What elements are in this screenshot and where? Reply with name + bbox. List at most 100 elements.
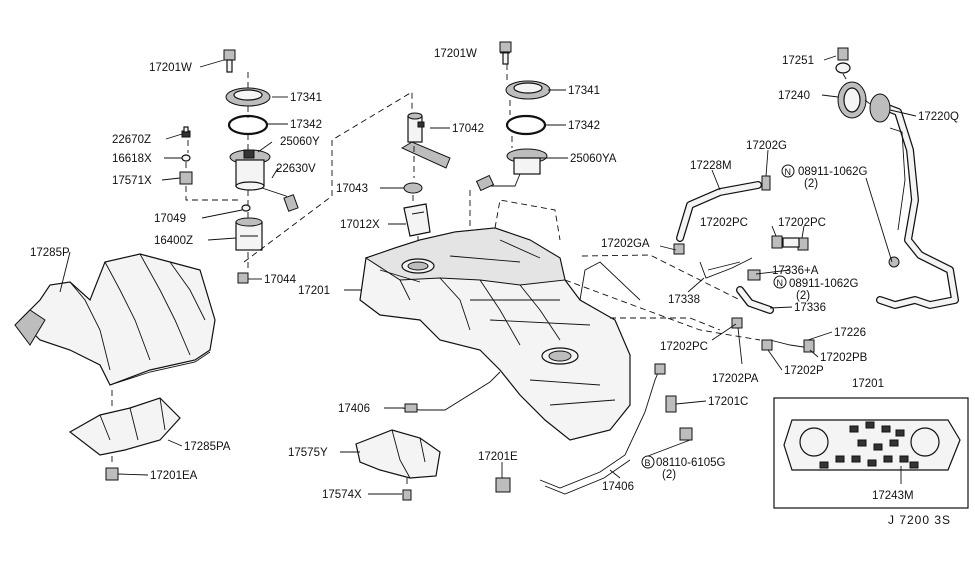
label-inset-box [773,397,969,509]
nut-17201ea [105,467,119,481]
label-17342-left: 17342 [290,119,322,131]
label-17202pa: 17202PA [712,373,759,385]
pump-assembly-left [179,49,299,284]
symbol-n-a: N [785,167,792,177]
part-labels: 17201W 17341 17342 22670Z 25060Y 16618X … [30,48,959,527]
clip-17202pc-a [771,235,783,249]
part-22670z [181,126,191,138]
gasket-17342-right [505,114,547,136]
label-17202g: 17202G [746,140,787,152]
gasket-17342-left [227,114,269,136]
oring-17049 [241,204,251,212]
label-22630v: 22630V [276,163,316,175]
pump-assembly-right [475,41,551,192]
clip-17336a-lower [747,269,761,281]
oring-16618x [181,154,191,162]
label-22670z: 22670Z [112,134,151,146]
pump-unit-25060y [229,149,271,191]
label-17043: 17043 [336,183,368,195]
label-17201: 17201 [298,285,330,297]
label-17240: 17240 [778,90,810,102]
label-17201w-right: 17201W [434,48,477,60]
label-16400z: 16400Z [154,235,193,247]
label-17202p: 17202P [784,365,824,377]
label-17336: 17336 [794,302,826,314]
label-17044: 17044 [264,274,297,286]
label-17341-left: 17341 [290,92,322,104]
label-17012x: 17012X [340,219,380,231]
label-08110-qty: (2) [662,469,676,481]
symbol-n-b: N [777,278,784,288]
clip-17202ga [673,243,685,255]
diagram-code: J 7200 3S [888,513,951,527]
clip-17202p [761,339,773,351]
label-17571x: 17571X [112,175,152,187]
sender-25060ya [475,148,548,192]
label-17228m: 17228M [690,160,732,172]
lock-ring-17341-left [225,87,271,107]
label-17285pa: 17285PA [184,441,231,453]
label-17341-right: 17341 [568,85,600,97]
hose-17226 [769,339,815,353]
label-25060y: 25060Y [280,136,320,148]
heat-shield-17285p [14,253,216,386]
jet-pump-17042 [400,112,451,169]
label-17042: 17042 [452,123,484,135]
label-08911-a: 08911-1062G [798,166,868,178]
hose-17336a [782,237,800,248]
clip-17202pa [731,317,743,329]
fuel-tank-17201 [359,227,641,441]
label-17201w-left: 17201W [149,62,192,74]
heat-shield-17285pa [68,397,181,456]
label-17406-b: 17406 [602,481,634,493]
nut-17044 [237,272,249,284]
filter-16400z [235,217,263,251]
label-17201-inset: 17201 [852,378,884,390]
label-17201e: 17201E [478,451,518,463]
label-17202pc-a: 17202PC [700,217,748,229]
bolt-08110 [679,427,693,441]
label-17220q: 17220Q [918,111,959,123]
label-17202pc-c: 17202PC [660,341,708,353]
label-25060ya: 25060YA [570,153,617,165]
hose-17336 [736,286,774,314]
clip-17571x [179,171,193,185]
hose-17338 [699,257,753,279]
filler-cap-17251 [835,47,851,74]
label-17575y: 17575Y [288,447,328,459]
leader-lines [59,52,917,495]
hose-17228m [676,181,762,242]
bolt-17201c [665,395,677,413]
label-17202pb: 17202PB [820,352,868,364]
bolt-17201w-left [223,49,236,73]
label-08911-b: 08911-1062G [789,278,859,290]
protector-17575y [355,429,441,479]
inset-marks [819,421,919,469]
label-17202pc-b: 17202PC [778,217,826,229]
label-16618x: 16618X [112,153,152,165]
label-08911-a-qty: (2) [804,178,818,190]
label-17574x: 17574X [322,489,362,501]
label-17226: 17226 [834,327,866,339]
label-17049: 17049 [154,213,186,225]
label-17285p: 17285P [30,247,70,259]
symbol-b-a: B [645,458,651,468]
label-08911-b-qty: (2) [796,290,810,302]
label-17342-right: 17342 [568,120,600,132]
clamp-17201e [495,477,511,493]
filler-neck-17220q [837,81,959,309]
label-17406-a: 17406 [338,403,370,415]
tube-17406-b [539,363,666,495]
bolt-17201w-right [499,41,512,65]
label-17251: 17251 [782,55,814,67]
label-17201c: 17201C [708,396,748,408]
label-17201ea: 17201EA [150,470,198,482]
label-17336a: 17336+A [772,265,819,277]
label-17243m: 17243M [872,490,914,502]
clip-17202g [761,175,771,191]
label-17202ga: 17202GA [601,238,650,250]
label-17338: 17338 [668,294,700,306]
cap-17043 [403,182,423,194]
bracket-17012x [403,203,431,237]
